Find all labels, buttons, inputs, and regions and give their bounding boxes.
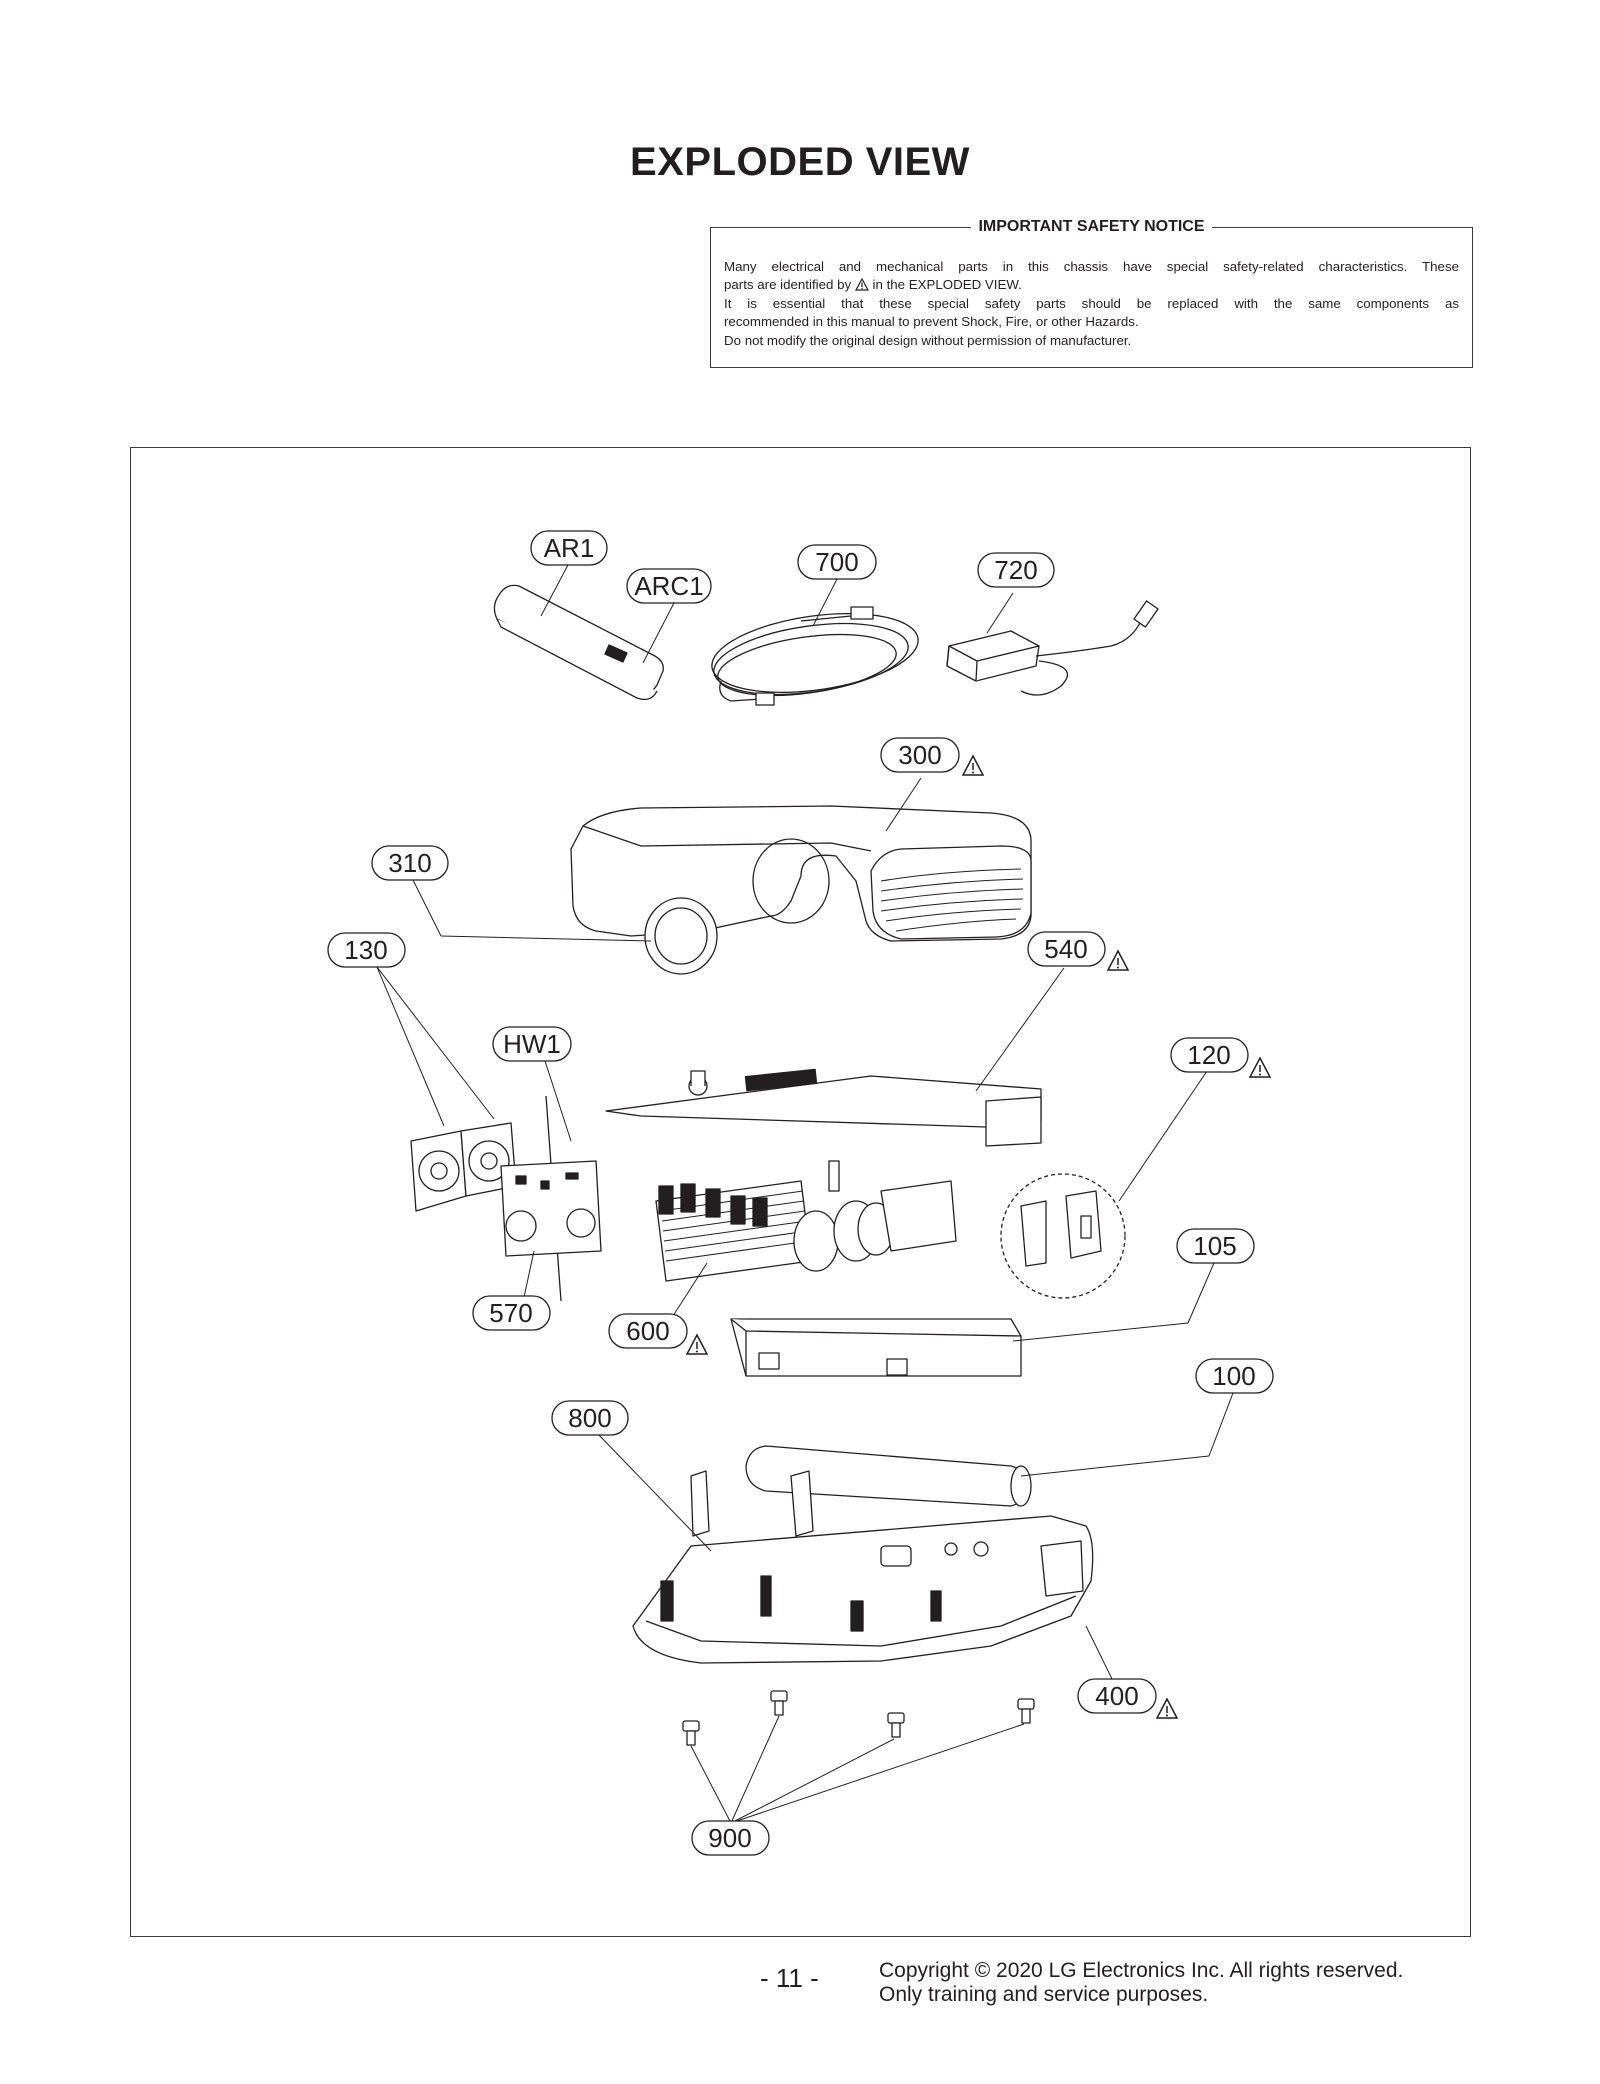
shield-plate-drawing bbox=[605, 1068, 1042, 1147]
notice-line-2b: in the EXPLODED VIEW. bbox=[872, 277, 1022, 293]
safety-notice-body: Many electrical and mechanical parts in … bbox=[724, 258, 1459, 350]
notice-line-3: It is essential that these special safet… bbox=[724, 295, 1459, 311]
callout-400-bubble bbox=[1077, 1678, 1157, 1714]
warning-triangle-icon bbox=[962, 755, 984, 776]
notice-line-2: parts are identified by in the EXPLODED … bbox=[724, 276, 1459, 294]
callout-hw1-bubble bbox=[492, 1026, 572, 1062]
callout-120-bubble bbox=[1170, 1037, 1249, 1073]
callout-300-bubble bbox=[880, 737, 960, 773]
warning-triangle-icon bbox=[1107, 950, 1129, 971]
callout-ar1-bubble bbox=[530, 530, 608, 566]
power-cord-drawing bbox=[711, 606, 919, 706]
exploded-view-diagram: AR1 ARC1 700 720 300 310 130 540 HW1 120… bbox=[130, 447, 1471, 1937]
page-number: - 11 - bbox=[760, 1963, 819, 1993]
optical-engine-drawing bbox=[655, 1160, 957, 1282]
copyright-line-1: Copyright © 2020 LG Electronics Inc. All… bbox=[879, 1959, 1404, 1982]
callout-105: 105 bbox=[1193, 1231, 1236, 1261]
notice-line-5: Do not modify the original design withou… bbox=[724, 332, 1132, 348]
callout-570: 570 bbox=[489, 1298, 532, 1328]
callout-700: 700 bbox=[815, 547, 858, 577]
copyright-line-2: Only training and service purposes. bbox=[879, 1983, 1209, 2006]
callout-ar1: AR1 bbox=[544, 533, 595, 563]
callout-300: 300 bbox=[898, 740, 941, 770]
callout-310: 310 bbox=[388, 848, 431, 878]
callout-100: 100 bbox=[1212, 1361, 1255, 1391]
callout-105-bubble bbox=[1176, 1228, 1255, 1264]
callout-130: 130 bbox=[344, 935, 387, 965]
main-board-drawing bbox=[500, 1095, 602, 1302]
notice-line-4: recommended in this manual to prevent Sh… bbox=[724, 314, 1139, 330]
callout-800-bubble bbox=[551, 1400, 629, 1436]
warning-triangle-icon bbox=[1156, 1698, 1178, 1719]
callout-700-bubble bbox=[797, 544, 877, 580]
bottom-cover-drawing bbox=[632, 1470, 1094, 1664]
copyright-notice: Copyright © 2020 LG Electronics Inc. All… bbox=[879, 1959, 1403, 2007]
callout-130-bubble bbox=[327, 932, 406, 968]
callout-570-bubble bbox=[472, 1295, 551, 1331]
leader-lines bbox=[376, 562, 1234, 1824]
power-adapter-drawing bbox=[946, 600, 1159, 696]
callout-310-bubble bbox=[371, 845, 449, 881]
remote-control-drawing bbox=[493, 584, 664, 701]
screws-drawing bbox=[682, 1690, 1035, 1746]
warning-triangle-icon bbox=[686, 1334, 708, 1355]
callout-600: 600 bbox=[626, 1316, 669, 1346]
bottom-bar-drawing bbox=[730, 1318, 1022, 1377]
callout-400: 400 bbox=[1095, 1681, 1138, 1711]
warning-triangle-icon bbox=[1249, 1057, 1271, 1078]
brackets-drawing bbox=[1000, 1173, 1126, 1299]
warning-triangle-icon bbox=[854, 278, 869, 292]
callout-600-bubble bbox=[608, 1313, 688, 1349]
callout-540-bubble bbox=[1027, 931, 1106, 967]
callout-900-bubble bbox=[691, 1820, 770, 1856]
callout-hw1: HW1 bbox=[503, 1029, 561, 1059]
callout-720: 720 bbox=[994, 555, 1037, 585]
callout-120: 120 bbox=[1187, 1040, 1230, 1070]
callout-720-bubble bbox=[977, 552, 1055, 588]
notice-line-1: Many electrical and mechanical parts in … bbox=[724, 259, 1459, 274]
fans-drawing bbox=[410, 1122, 517, 1212]
diagram-svg: AR1 ARC1 700 720 300 310 130 540 HW1 120… bbox=[327, 530, 1274, 1856]
page-title: EXPLODED VIEW bbox=[630, 140, 970, 184]
safety-notice-title: IMPORTANT SAFETY NOTICE bbox=[971, 217, 1212, 237]
callout-arc1: ARC1 bbox=[634, 571, 703, 601]
safety-notice-box: IMPORTANT SAFETY NOTICE Many electrical … bbox=[710, 217, 1473, 368]
callout-900: 900 bbox=[708, 1823, 751, 1853]
callout-800: 800 bbox=[568, 1403, 611, 1433]
callout-540: 540 bbox=[1044, 934, 1087, 964]
callout-100-bubble bbox=[1195, 1358, 1274, 1394]
top-cover-drawing bbox=[570, 805, 1032, 975]
rubber-roll-drawing bbox=[745, 1445, 1032, 1507]
callout-arc1-bubble bbox=[626, 568, 712, 604]
notice-line-2a: parts are identified by bbox=[724, 277, 852, 293]
